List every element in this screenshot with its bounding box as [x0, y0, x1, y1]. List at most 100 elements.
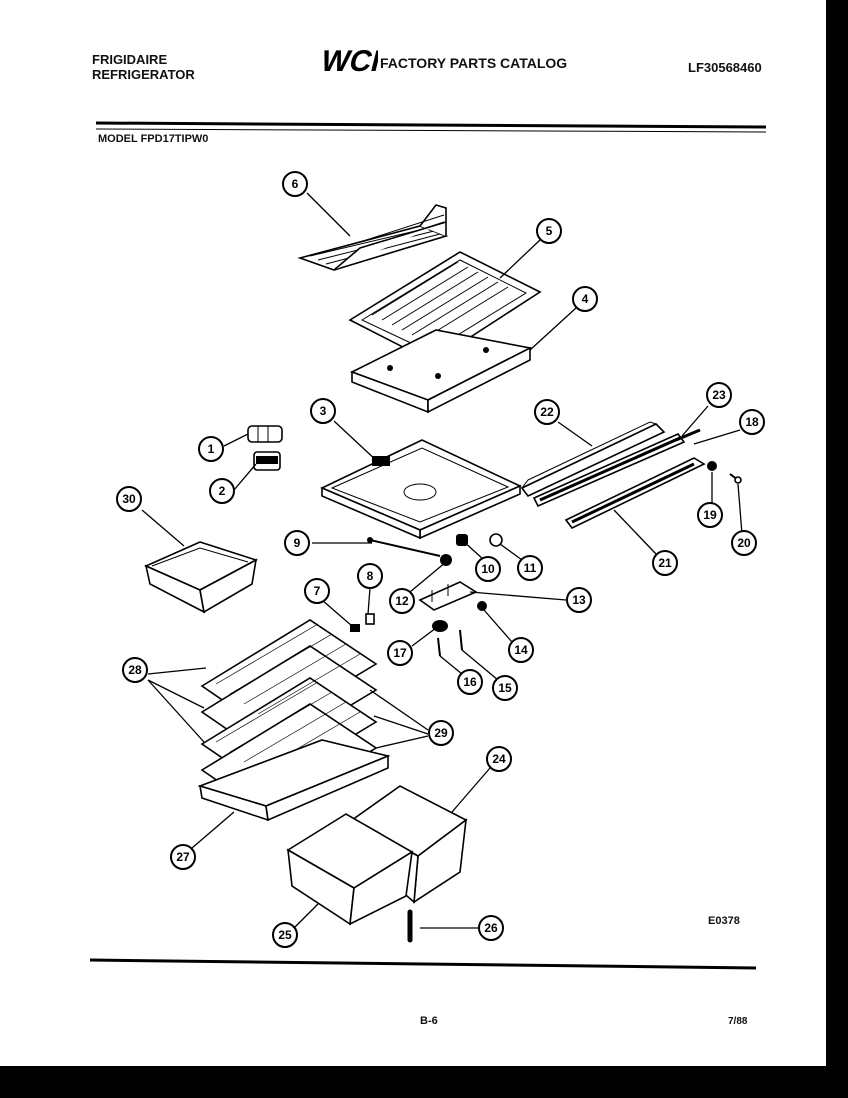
svg-text:21: 21 [658, 556, 672, 570]
part-16-screw [437, 637, 441, 657]
part-9-rod [367, 537, 441, 557]
svg-text:9: 9 [294, 536, 301, 550]
svg-text:16: 16 [463, 675, 477, 689]
callout-6: 6 [282, 171, 308, 197]
svg-text:3: 3 [320, 404, 327, 418]
part-20-screw [729, 473, 742, 484]
callout-16: 16 [457, 669, 483, 695]
svg-text:29: 29 [434, 726, 448, 740]
part-28-29-shelf-stack [200, 619, 378, 815]
callout-23: 23 [706, 382, 732, 408]
svg-text:20: 20 [737, 536, 751, 550]
part-23-light-strip [532, 433, 686, 508]
callout-27: 27 [170, 844, 196, 870]
part-22-rail [520, 421, 666, 498]
svg-text:15: 15 [498, 681, 512, 695]
svg-text:6: 6 [292, 177, 299, 191]
svg-text:11: 11 [524, 561, 537, 575]
callout-18: 18 [739, 409, 765, 435]
callout-14: 14 [508, 637, 534, 663]
catalog-number: LF30568460 [688, 60, 762, 75]
part-19-nut [707, 461, 717, 471]
svg-text:30: 30 [122, 492, 136, 506]
brand-block: FRIGIDAIRE REFRIGERATOR [92, 52, 195, 82]
callout-29: 29 [428, 720, 454, 746]
callout-5: 5 [536, 218, 562, 244]
wci-logo: WCI [318, 44, 378, 76]
svg-text:17: 17 [393, 646, 407, 660]
callout-15: 15 [492, 675, 518, 701]
callouts: 6 5 4 3 1 2 30 22 23 18 19 20 21 9 10 11… [116, 171, 765, 948]
callout-13: 13 [566, 587, 592, 613]
part-17-spring [432, 620, 448, 632]
part-11-knob [489, 533, 503, 547]
svg-text:23: 23 [712, 388, 726, 402]
callout-25: 25 [272, 922, 298, 948]
part-8-pin [365, 613, 375, 625]
footer-rule [89, 958, 757, 970]
model-label: MODEL FPD17TIPW0 [98, 133, 209, 145]
callout-8: 8 [357, 563, 383, 589]
svg-text:25: 25 [278, 928, 292, 942]
part-4-shelf-tray [349, 329, 533, 414]
svg-text:10: 10 [481, 562, 495, 576]
wci-logo-text: WCI [318, 44, 378, 76]
part-2-clip [253, 451, 281, 471]
part-25-crisper-pan [286, 813, 414, 926]
callout-4: 4 [572, 286, 598, 312]
callout-1: 1 [198, 436, 224, 462]
part-14-nut [477, 601, 487, 611]
catalog-title: FACTORY PARTS CATALOG [380, 55, 568, 71]
callout-3: 3 [310, 398, 336, 424]
callout-11: 11 [517, 555, 543, 581]
callout-2: 2 [209, 478, 235, 504]
svg-text:7: 7 [314, 584, 321, 598]
svg-text:8: 8 [367, 569, 374, 583]
svg-text:28: 28 [128, 663, 142, 677]
scan-border-right [826, 0, 848, 1098]
svg-text:19: 19 [703, 508, 717, 522]
page-number: B-6 [420, 1015, 438, 1027]
callout-28: 28 [122, 657, 148, 683]
callout-10: 10 [475, 556, 501, 582]
part-27-crisper-cover [197, 739, 391, 822]
diagram-code: E0378 [708, 915, 740, 927]
part-30-bin [144, 541, 259, 614]
callout-24: 24 [486, 746, 512, 772]
part-13-bracket [418, 581, 478, 611]
part-18-trim [675, 428, 701, 442]
brand-line-2: REFRIGERATOR [92, 67, 195, 82]
callout-20: 20 [731, 530, 757, 556]
svg-text:2: 2 [219, 484, 226, 498]
part-7-pin [350, 624, 360, 632]
svg-text:4: 4 [582, 292, 589, 306]
svg-text:24: 24 [492, 752, 506, 766]
callout-30: 30 [116, 486, 142, 512]
svg-text:5: 5 [546, 224, 553, 238]
callout-21: 21 [652, 550, 678, 576]
header-rule-thin [95, 128, 767, 133]
catalog-date: 7/88 [728, 1016, 748, 1027]
svg-text:13: 13 [572, 593, 586, 607]
svg-text:27: 27 [176, 850, 190, 864]
part-1-clip [247, 425, 283, 443]
scan-border-bottom [0, 1066, 848, 1098]
part-3-pan-cover [320, 439, 522, 540]
callout-17: 17 [387, 640, 413, 666]
brand-line-1: FRIGIDAIRE [92, 52, 168, 67]
part-15-screw [459, 629, 463, 651]
callout-7: 7 [304, 578, 330, 604]
svg-text:1: 1 [208, 442, 215, 456]
callout-22: 22 [534, 399, 560, 425]
svg-text:18: 18 [745, 415, 759, 429]
callout-19: 19 [697, 502, 723, 528]
part-12-knob [440, 554, 452, 566]
header-rule [95, 121, 767, 129]
callout-9: 9 [284, 530, 310, 556]
part-21-trim-rail [564, 457, 706, 530]
callout-12: 12 [389, 588, 415, 614]
svg-text:12: 12 [395, 594, 409, 608]
callout-26: 26 [478, 915, 504, 941]
part-6-wire-shelf [297, 204, 449, 271]
